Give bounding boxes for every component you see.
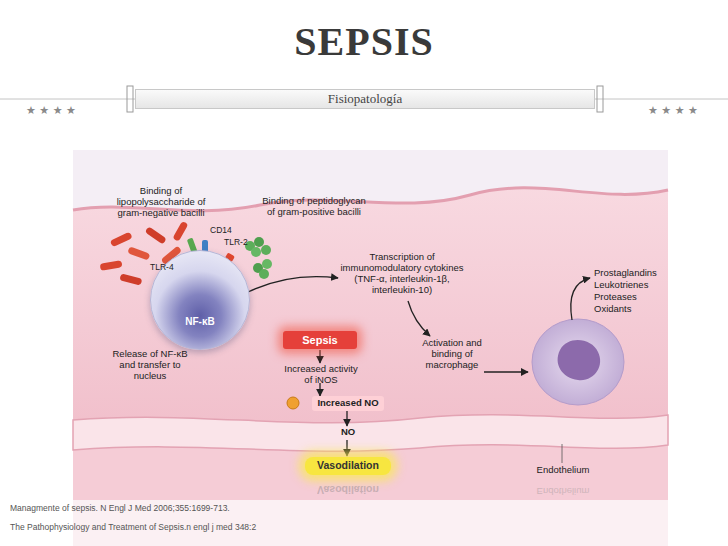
annotation: Increased activity of iNOS xyxy=(280,364,362,386)
annotation: Binding of lipopolysaccharide of gram-ne… xyxy=(105,186,217,219)
arrow xyxy=(319,383,320,396)
arrow xyxy=(319,350,320,363)
lower-tissue xyxy=(73,445,668,500)
node-text: NF-κB xyxy=(185,316,214,327)
annotation: Release of NF-κB and transfer to nucleus xyxy=(104,349,196,382)
macrophage-cell xyxy=(532,319,624,405)
reference-citation: The Pathophysiology and Treatment of Sep… xyxy=(10,523,410,533)
mediator-name: Prostaglandins xyxy=(594,268,668,279)
annotation: Transcription of immunomodulatory cytoki… xyxy=(332,252,472,296)
node-text: Increased NO xyxy=(317,398,378,408)
sepsis-box: Sepsis xyxy=(283,331,357,349)
mirrored-reflection: Endothelium xyxy=(528,485,598,496)
receptor-label: TLR-4 xyxy=(150,263,180,273)
slide-title: SEPSIS xyxy=(0,18,728,65)
star-ornament: ★ ★ ★ ★ xyxy=(648,105,718,118)
mediator-name: Oxidants xyxy=(594,304,668,315)
mirrored-reflection: Vasodilation xyxy=(305,484,391,496)
leader-line xyxy=(562,444,563,463)
arrow xyxy=(346,411,347,426)
mediator-name: Leukotrienes xyxy=(594,280,668,291)
star-ornament: ★ ★ ★ ★ xyxy=(26,105,96,118)
band-end xyxy=(127,86,133,112)
annotation: Binding of peptidoglycan of gram-positiv… xyxy=(262,196,366,218)
glow-box: Vasodilation xyxy=(305,457,391,475)
molecule-label: NO xyxy=(337,427,359,438)
coccus xyxy=(251,247,261,257)
mediator-name: Proteases xyxy=(594,292,668,303)
coccus xyxy=(254,237,264,247)
vessel-lumen xyxy=(73,150,668,500)
highlight-box: Increased NO xyxy=(312,396,384,411)
inos-enzyme xyxy=(287,397,299,409)
node-text: Vasodilation xyxy=(317,460,379,472)
coccus xyxy=(262,259,272,269)
macrophage-nucleus xyxy=(558,340,601,380)
bacillus xyxy=(127,246,150,260)
bacillus xyxy=(119,273,142,285)
bacillus xyxy=(172,221,188,242)
structure-label: Endothelium xyxy=(528,465,598,476)
reference-citation: Managmente of sepsis. N Engl J Med 2006;… xyxy=(10,504,410,514)
node-text: Fisiopatología xyxy=(328,92,402,106)
receptor-label: CD14 xyxy=(210,226,240,236)
arrow xyxy=(571,278,590,320)
title-band: Fisiopatología xyxy=(135,89,595,109)
coccus xyxy=(261,245,271,255)
arrow xyxy=(484,371,528,372)
annotation: Activation and binding of macrophage xyxy=(412,338,492,371)
endothelium-wall xyxy=(73,415,668,451)
bacillus xyxy=(110,232,133,248)
gram-positive-cocci xyxy=(245,237,272,279)
arrow xyxy=(248,277,338,292)
receptor-label: TLR-2 xyxy=(224,238,254,248)
band-end xyxy=(597,86,603,112)
arrow xyxy=(346,440,347,456)
node-text: Sepsis xyxy=(302,334,337,346)
bacillus xyxy=(100,260,123,271)
bacillus xyxy=(145,226,167,244)
arrow xyxy=(408,301,430,336)
coccus xyxy=(259,269,269,279)
